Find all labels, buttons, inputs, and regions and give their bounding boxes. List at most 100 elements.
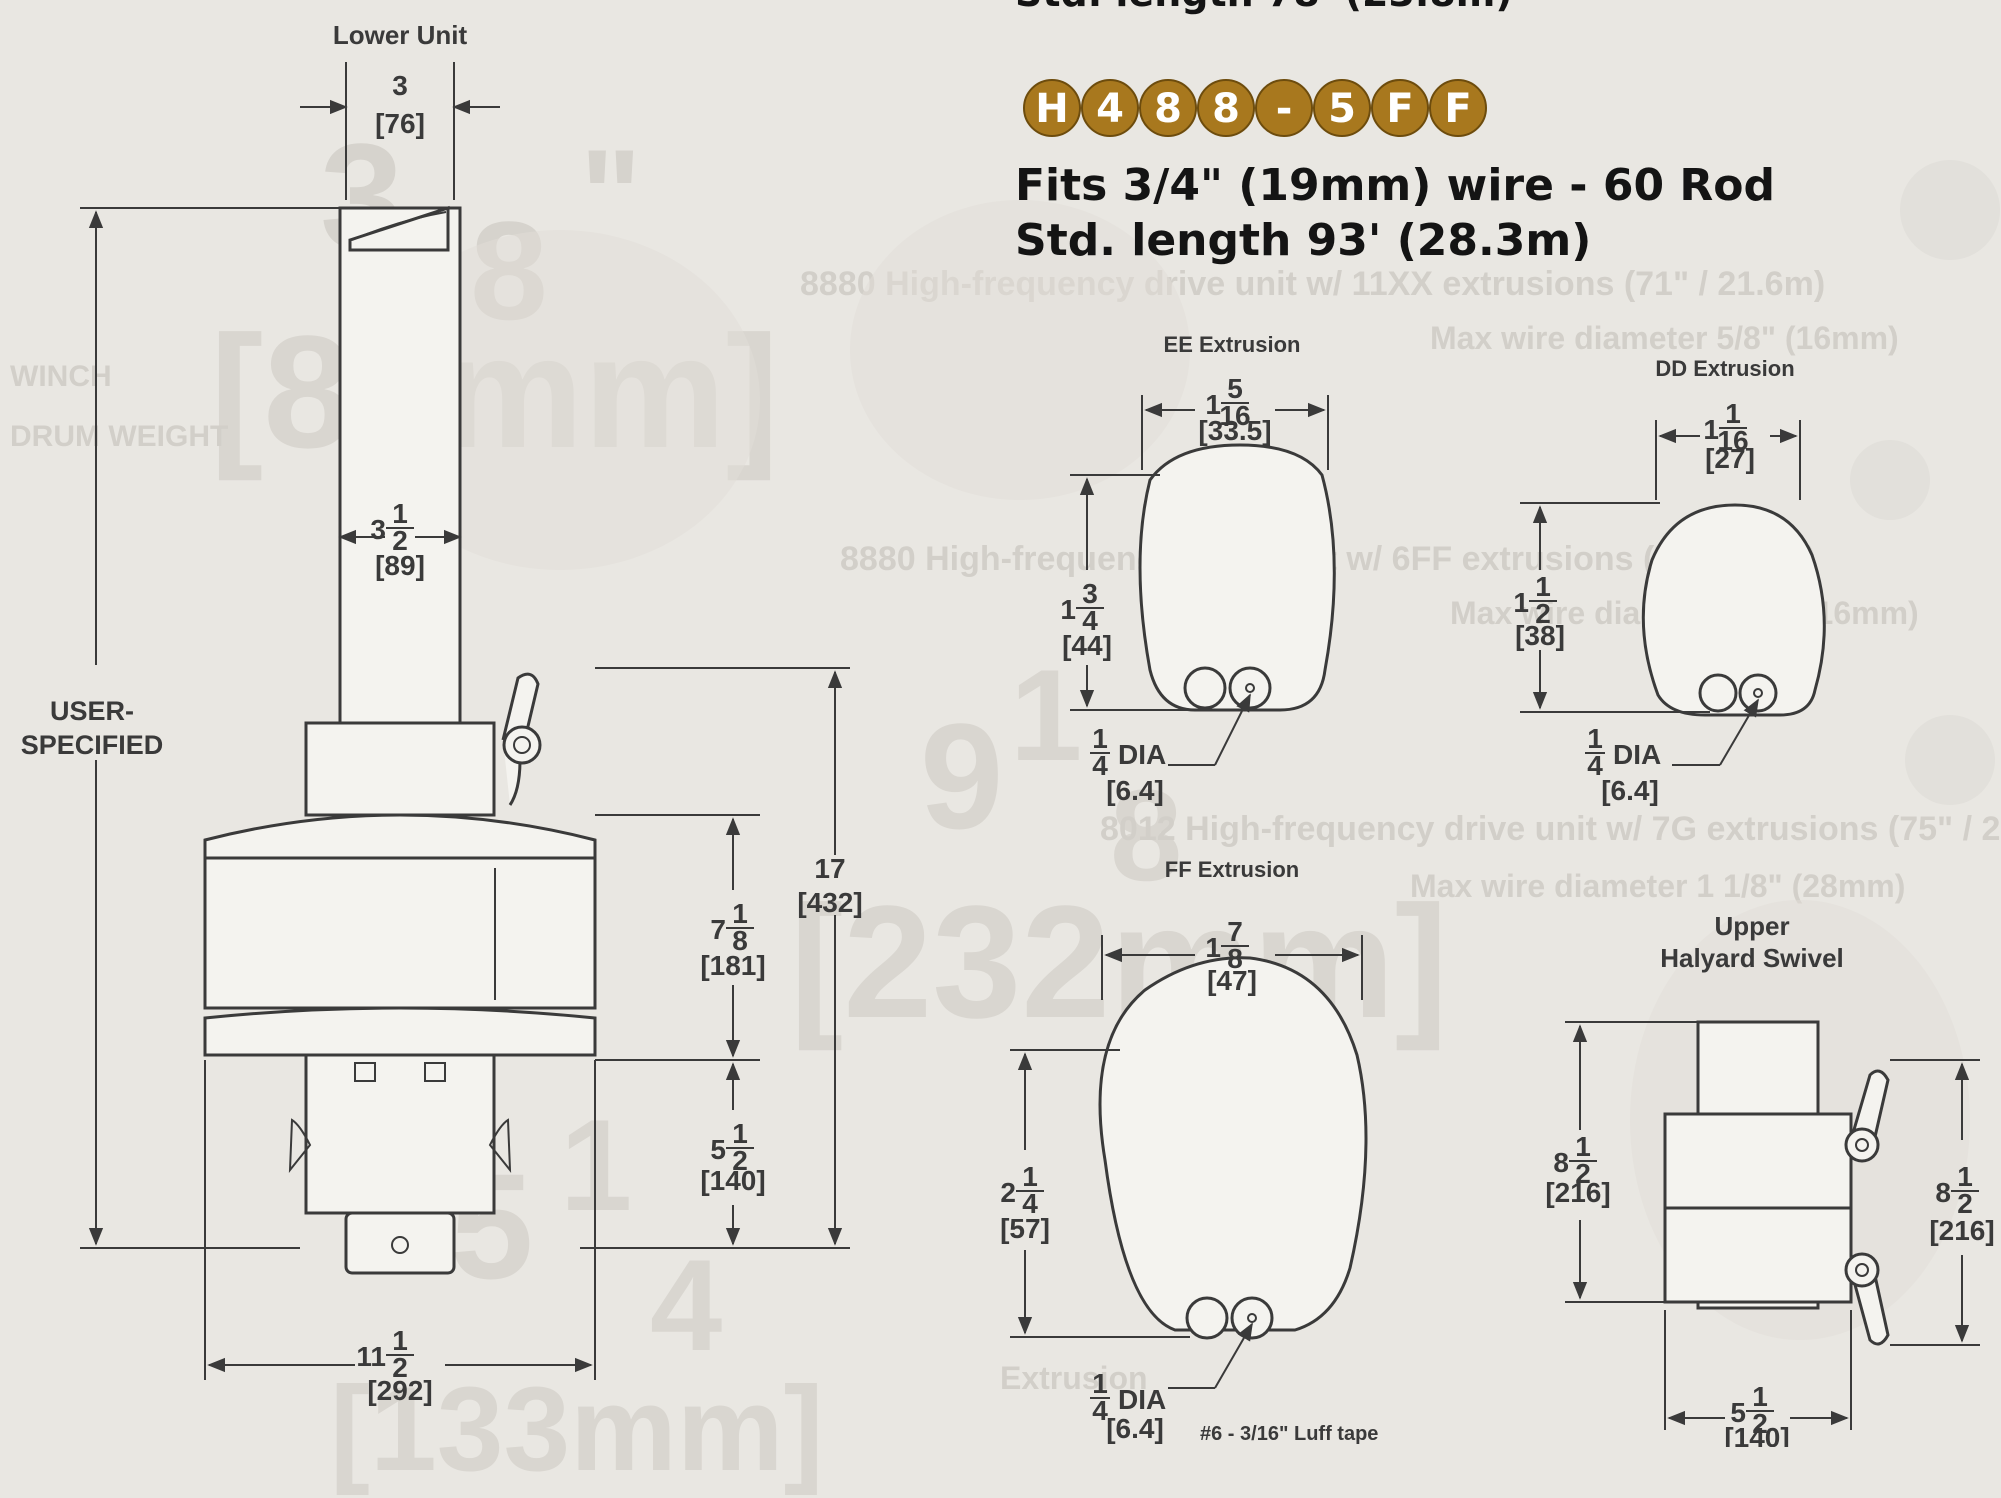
user-specified-line1: USER-	[50, 696, 134, 726]
fraction-whole: 8	[1935, 1177, 1951, 1208]
fraction-numerator: 1	[1535, 571, 1551, 602]
fraction-numerator: 1	[732, 898, 748, 929]
dim-metric: [140]	[700, 1165, 765, 1196]
dim-drum-height: 718 [181]	[595, 814, 766, 1061]
part-code-chip: -	[1255, 79, 1313, 137]
ghost-fraction-bot-1: 1	[560, 1092, 633, 1238]
dim-metric: [89]	[375, 550, 425, 581]
dia-label: DIA	[1613, 739, 1661, 770]
part-code-char: H	[1035, 86, 1068, 132]
fraction-whole: 1	[1060, 594, 1076, 625]
fraction-denominator: 4	[1082, 605, 1098, 636]
fraction-whole: 1	[1205, 932, 1221, 963]
fraction-whole: 1	[1513, 587, 1529, 618]
lower-unit-shaft	[338, 205, 462, 730]
lower-unit-title: Lower Unit	[333, 20, 468, 50]
fraction-whole: 7	[710, 914, 726, 945]
dim-metric: [6.4]	[1106, 775, 1164, 806]
fraction-numerator: 1	[392, 1325, 408, 1356]
part-code-char: 8	[1154, 86, 1182, 132]
fraction-denominator: 2	[1752, 1408, 1768, 1439]
ghost-row-9: DRUM WEIGHT	[10, 420, 229, 453]
dim-ee-height: 134 [44]	[1060, 474, 1200, 711]
fraction-denominator: 4	[1092, 1395, 1108, 1426]
fraction-numerator: 1	[1725, 398, 1741, 429]
dim-fraction: 214	[1000, 1161, 1044, 1219]
dim-fraction: 178	[1205, 916, 1249, 974]
ghost-row-8: WINCH	[10, 360, 112, 393]
dia-label: DIA	[1118, 1384, 1166, 1415]
dim-value: 17	[814, 853, 845, 884]
fraction-numerator: 1	[1092, 1368, 1108, 1399]
fraction-numerator: 1	[1575, 1131, 1591, 1162]
ff-title: FF Extrusion	[1165, 857, 1299, 882]
dim-metric: [57]	[1000, 1213, 1050, 1244]
dim-metric: [38]	[1515, 620, 1565, 651]
dim-swivel-width: 512 [140]	[1664, 1310, 1852, 1447]
ghost-row-7: Extrusion	[1000, 1360, 1148, 1396]
heading-line-2: Std. length 93' (28.3m)	[1015, 215, 1591, 266]
dim-metric: [44]	[1062, 630, 1112, 661]
fraction-denominator: 16	[1717, 425, 1748, 456]
ee-profile	[1138, 443, 1336, 712]
dim-user-specified: USER- SPECIFIED	[21, 207, 340, 1249]
dim-fraction: 812	[1935, 1161, 1979, 1219]
ee-title: EE Extrusion	[1164, 332, 1301, 357]
fraction-whole: 1	[1205, 389, 1221, 420]
dim-metric: [432]	[797, 887, 862, 918]
ghost-circle	[1905, 715, 1995, 805]
fraction-whole: 2	[1000, 1177, 1016, 1208]
dim-fraction: 312	[370, 498, 414, 556]
fraction-numerator: 1	[1092, 723, 1108, 754]
dia-fraction: 14 DIA	[1090, 1368, 1166, 1426]
dim-value: 3	[392, 70, 408, 101]
part-code-char: -	[1276, 86, 1293, 132]
dd-profile	[1641, 503, 1826, 717]
ghost-row-2: Max wire diameter 5/8" (16mm)	[1430, 320, 1899, 356]
fraction-denominator: 4	[1092, 750, 1108, 781]
part-code-char: 8	[1212, 86, 1240, 132]
dim-fraction: 112	[1513, 571, 1557, 629]
part-code-chip: H	[1023, 79, 1081, 137]
ghost-circle	[1850, 440, 1930, 520]
dim-metric: [6.4]	[1601, 775, 1659, 806]
dia-label: DIA	[1118, 739, 1166, 770]
fraction-whole: 5	[710, 1134, 726, 1165]
fraction-numerator: 1	[1022, 1161, 1038, 1192]
swivel-title-2: Halyard Swivel	[1660, 943, 1844, 973]
dim-metric: [216]	[1929, 1215, 1994, 1246]
dim-metric: [47]	[1207, 965, 1257, 996]
fraction-denominator: 2	[1957, 1188, 1973, 1219]
dim-ff-height: 214 [57]	[1000, 1049, 1190, 1338]
fraction-denominator: 2	[732, 1145, 748, 1176]
fraction-denominator: 16	[1219, 400, 1250, 431]
fraction-numerator: 1	[732, 1118, 748, 1149]
ghost-fraction-bot-4: 4	[650, 1232, 723, 1378]
part-code-chip: F	[1371, 79, 1429, 137]
swivel-title-1: Upper	[1714, 911, 1789, 941]
dim-shaft-top-width: 3 [76]	[300, 62, 500, 200]
fraction-whole: 1	[1703, 414, 1719, 445]
fraction-whole: 11	[356, 1341, 386, 1372]
fraction-numerator: 5	[1227, 373, 1243, 404]
luff-tape-note: #6 - 3/16" Luff tape	[1200, 1423, 1378, 1445]
dim-fraction: 512	[710, 1118, 754, 1176]
part-code-char: F	[1386, 86, 1413, 132]
part-code-chip: 4	[1081, 79, 1139, 137]
fraction-denominator: 2	[1535, 598, 1551, 629]
dim-total-height: 17 [432]	[580, 667, 863, 1249]
dim-lower-height: 512 [140]	[700, 1062, 766, 1246]
fraction-numerator: 3	[1082, 578, 1098, 609]
ghost-fraction-mid-8: 8	[1110, 762, 1183, 908]
part-code-chip: 8	[1197, 79, 1255, 137]
dim-metric: [216]	[1545, 1177, 1610, 1208]
fraction-denominator: 2	[392, 1352, 408, 1383]
